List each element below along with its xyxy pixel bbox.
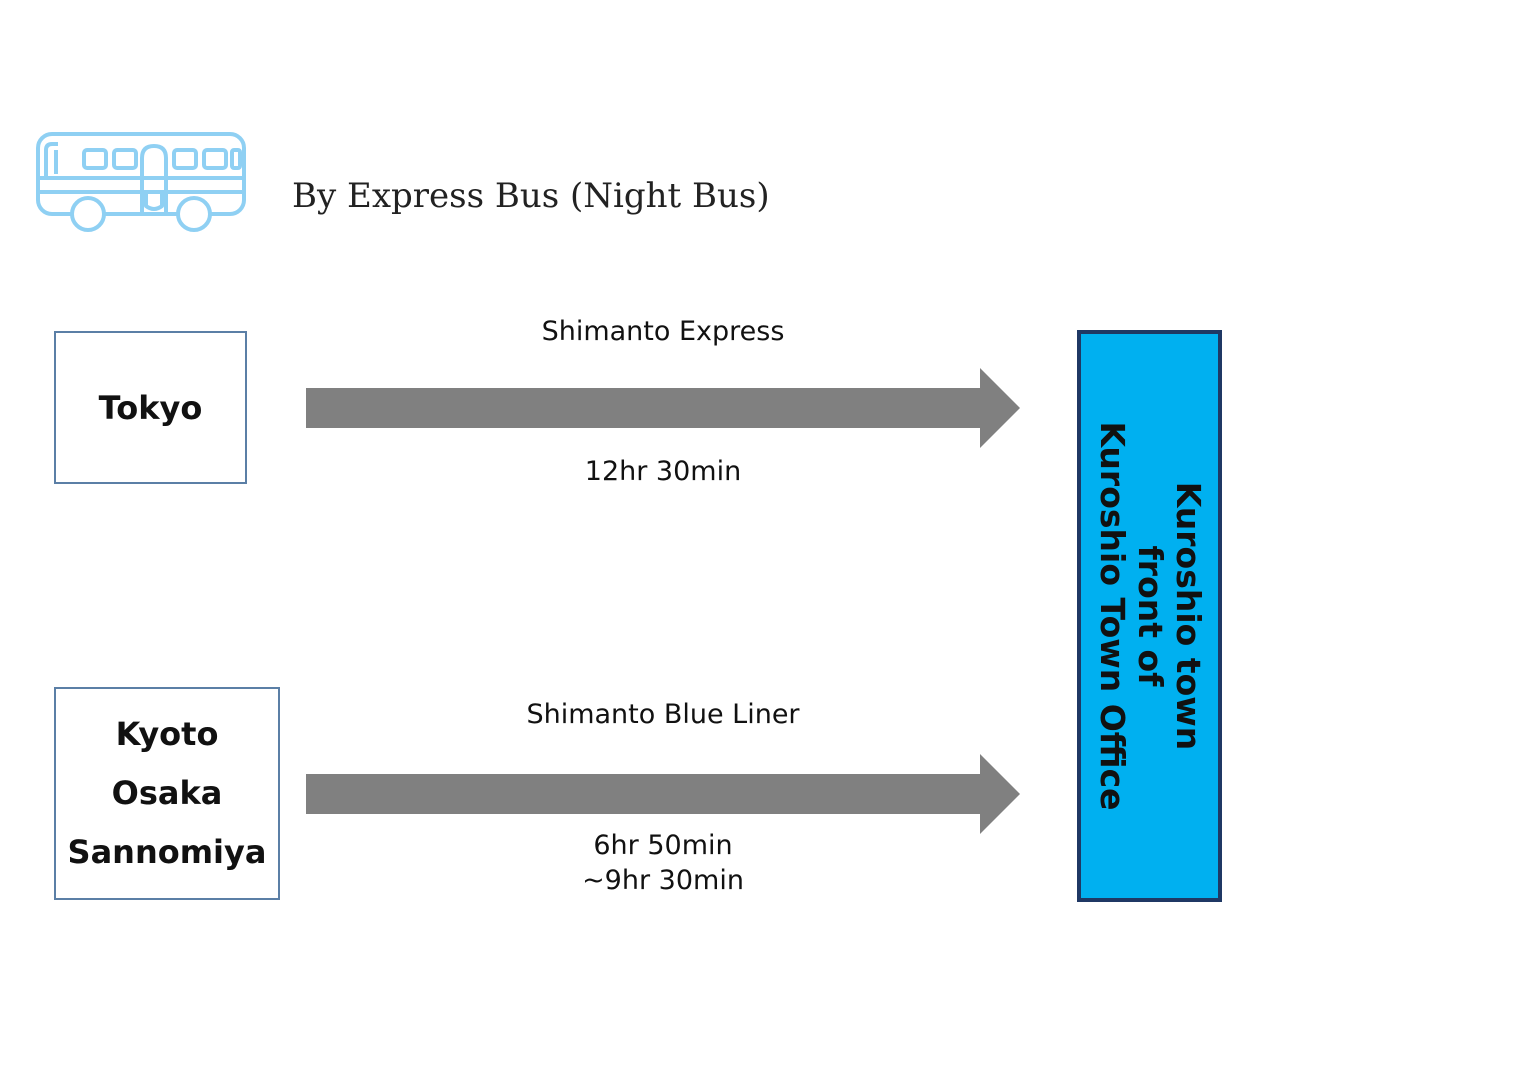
duration-label: 12hr 30min	[453, 456, 873, 487]
origin-name: Tokyo	[98, 388, 203, 427]
destination-line: front of	[1130, 545, 1170, 687]
bus-name-label: Shimanto Express	[541, 316, 785, 347]
origin-name: Osaka	[111, 774, 223, 812]
origin-name: Sannomiya	[67, 833, 267, 871]
origin-box-kansai: Kyoto Osaka Sannomiya	[54, 687, 280, 900]
destination-line: Kuroshio town	[1168, 481, 1208, 751]
route-arrow	[306, 368, 1020, 448]
page-title: By Express Bus (Night Bus)	[292, 176, 770, 216]
destination-box: Kuroshio town front of Kuroshio Town Off…	[1077, 330, 1222, 902]
bus-icon	[36, 132, 246, 232]
destination-line: Kuroshio Town Office	[1092, 421, 1132, 811]
origin-name: Kyoto	[115, 715, 219, 753]
duration-label: 6hr 50min ~9hr 30min	[453, 828, 873, 898]
origin-box-tokyo: Tokyo	[54, 331, 247, 484]
route-arrow	[306, 754, 1020, 834]
destination-label: Kuroshio town front of Kuroshio Town Off…	[1092, 336, 1208, 896]
duration-line: 12hr 30min	[584, 456, 742, 487]
duration-line: 6hr 50min	[593, 830, 733, 861]
duration-line: ~9hr 30min	[582, 865, 744, 896]
bus-name-label: Shimanto Blue Liner	[526, 699, 800, 730]
